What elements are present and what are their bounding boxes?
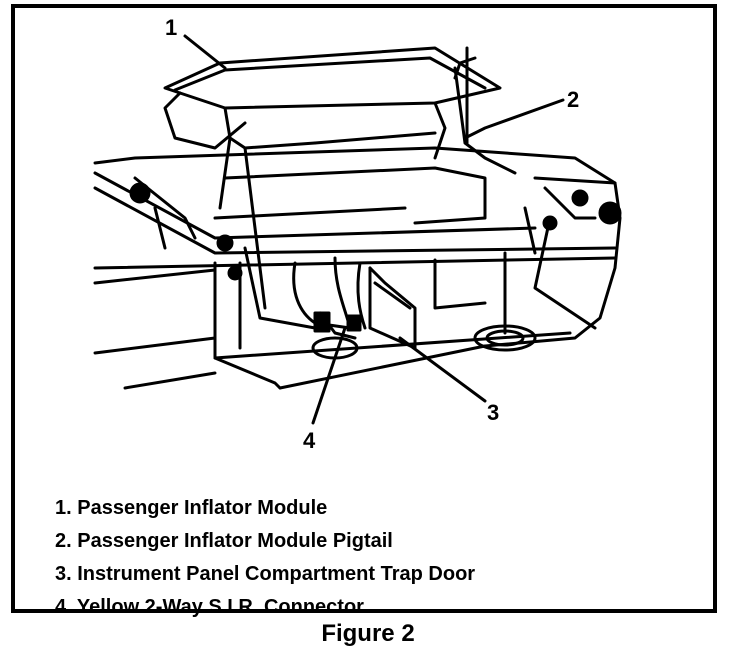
sir-connector	[313, 311, 362, 333]
line-drawing: 1 2 3 4	[93, 15, 622, 453]
legend-item-4: 4. Yellow 2-Way S.I.R. Connector	[55, 596, 364, 618]
figure-caption: Figure 2	[321, 620, 415, 647]
callout-4: 4	[303, 428, 316, 453]
callout-1: 1	[165, 15, 177, 40]
panel-knobs	[129, 182, 622, 281]
callout-3: 3	[487, 400, 499, 425]
figure-frame: 1 2 3 4 1. Passenger Inflator Module 2. …	[11, 4, 717, 618]
callout-2: 2	[567, 87, 579, 112]
trap-door	[368, 266, 417, 350]
instrument-panel	[93, 146, 622, 390]
legend: 1. Passenger Inflator Module 2. Passenge…	[55, 492, 475, 624]
legend-item-1: 1. Passenger Inflator Module	[55, 497, 328, 519]
legend-item-2: 2. Passenger Inflator Module Pigtail	[55, 530, 393, 552]
compartment-opening	[213, 251, 572, 390]
leader-lines	[183, 34, 565, 425]
inflator-module	[163, 46, 517, 330]
legend-item-3: 3. Instrument Panel Compartment Trap Doo…	[55, 563, 476, 585]
